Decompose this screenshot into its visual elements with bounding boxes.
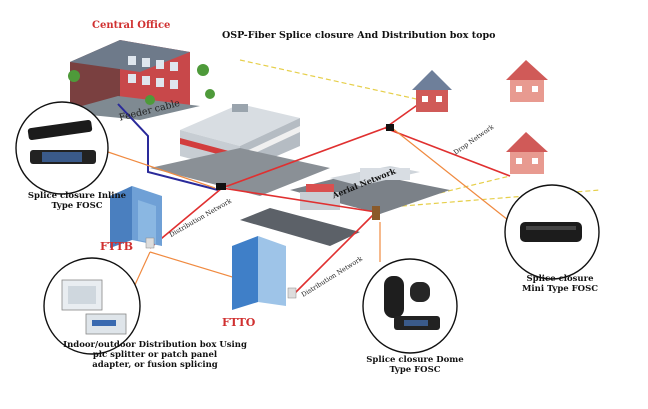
inline-fosc-caption: Splice closure Inline Type FOSC (2, 191, 152, 211)
distribution-box-circle (43, 257, 141, 355)
inline-fosc-marker (216, 183, 226, 190)
inline-caption-line2: Type FOSC (51, 201, 103, 211)
inline-fosc-circle (15, 101, 109, 195)
mini-fosc-circle (504, 184, 600, 280)
ftto-label: FTTO (222, 316, 256, 329)
dist-caption-line2: plc splitter or patch panel (92, 350, 218, 360)
store-building (150, 104, 330, 196)
dist-caption-line3: adapter, or fusion splicing (92, 360, 218, 370)
mini-fosc-marker (386, 124, 394, 131)
dome-caption-line2: Type FOSC (389, 365, 441, 375)
dome-fosc-circle (362, 258, 458, 354)
inline-caption-line1: Splice closure Inline (27, 191, 127, 201)
fttb-building (110, 186, 162, 249)
central-office-building (60, 40, 215, 120)
diagram-title: OSP-Fiber Splice closure And Distributio… (222, 30, 496, 41)
dome-caption-line1: Splice closure Dome (366, 355, 464, 365)
feeder-cable (117, 103, 219, 191)
dist-caption-line1: Indoor/outdoor Distribution box Using (63, 340, 247, 350)
dome-fosc-caption: Splice closure Dome Type FOSC (340, 355, 490, 375)
mini-fosc-caption: Splice closure Mini Type FOSC (490, 274, 630, 294)
house-2 (506, 60, 548, 102)
leader-lines (107, 127, 509, 301)
dome-fosc-marker (372, 206, 380, 220)
distribution-box-caption: Indoor/outdoor Distribution box Using pl… (10, 340, 300, 370)
house-3 (506, 132, 548, 174)
fttb-label: FTTB (100, 240, 134, 253)
distribution-lines (149, 95, 511, 297)
central-office-label: Central Office (92, 20, 171, 31)
house-1 (412, 70, 452, 112)
mini-caption-line1: Splice closure (526, 274, 594, 284)
mini-caption-line2: Mini Type FOSC (522, 284, 598, 294)
ftto-building (232, 236, 297, 310)
street-shops (240, 166, 450, 246)
